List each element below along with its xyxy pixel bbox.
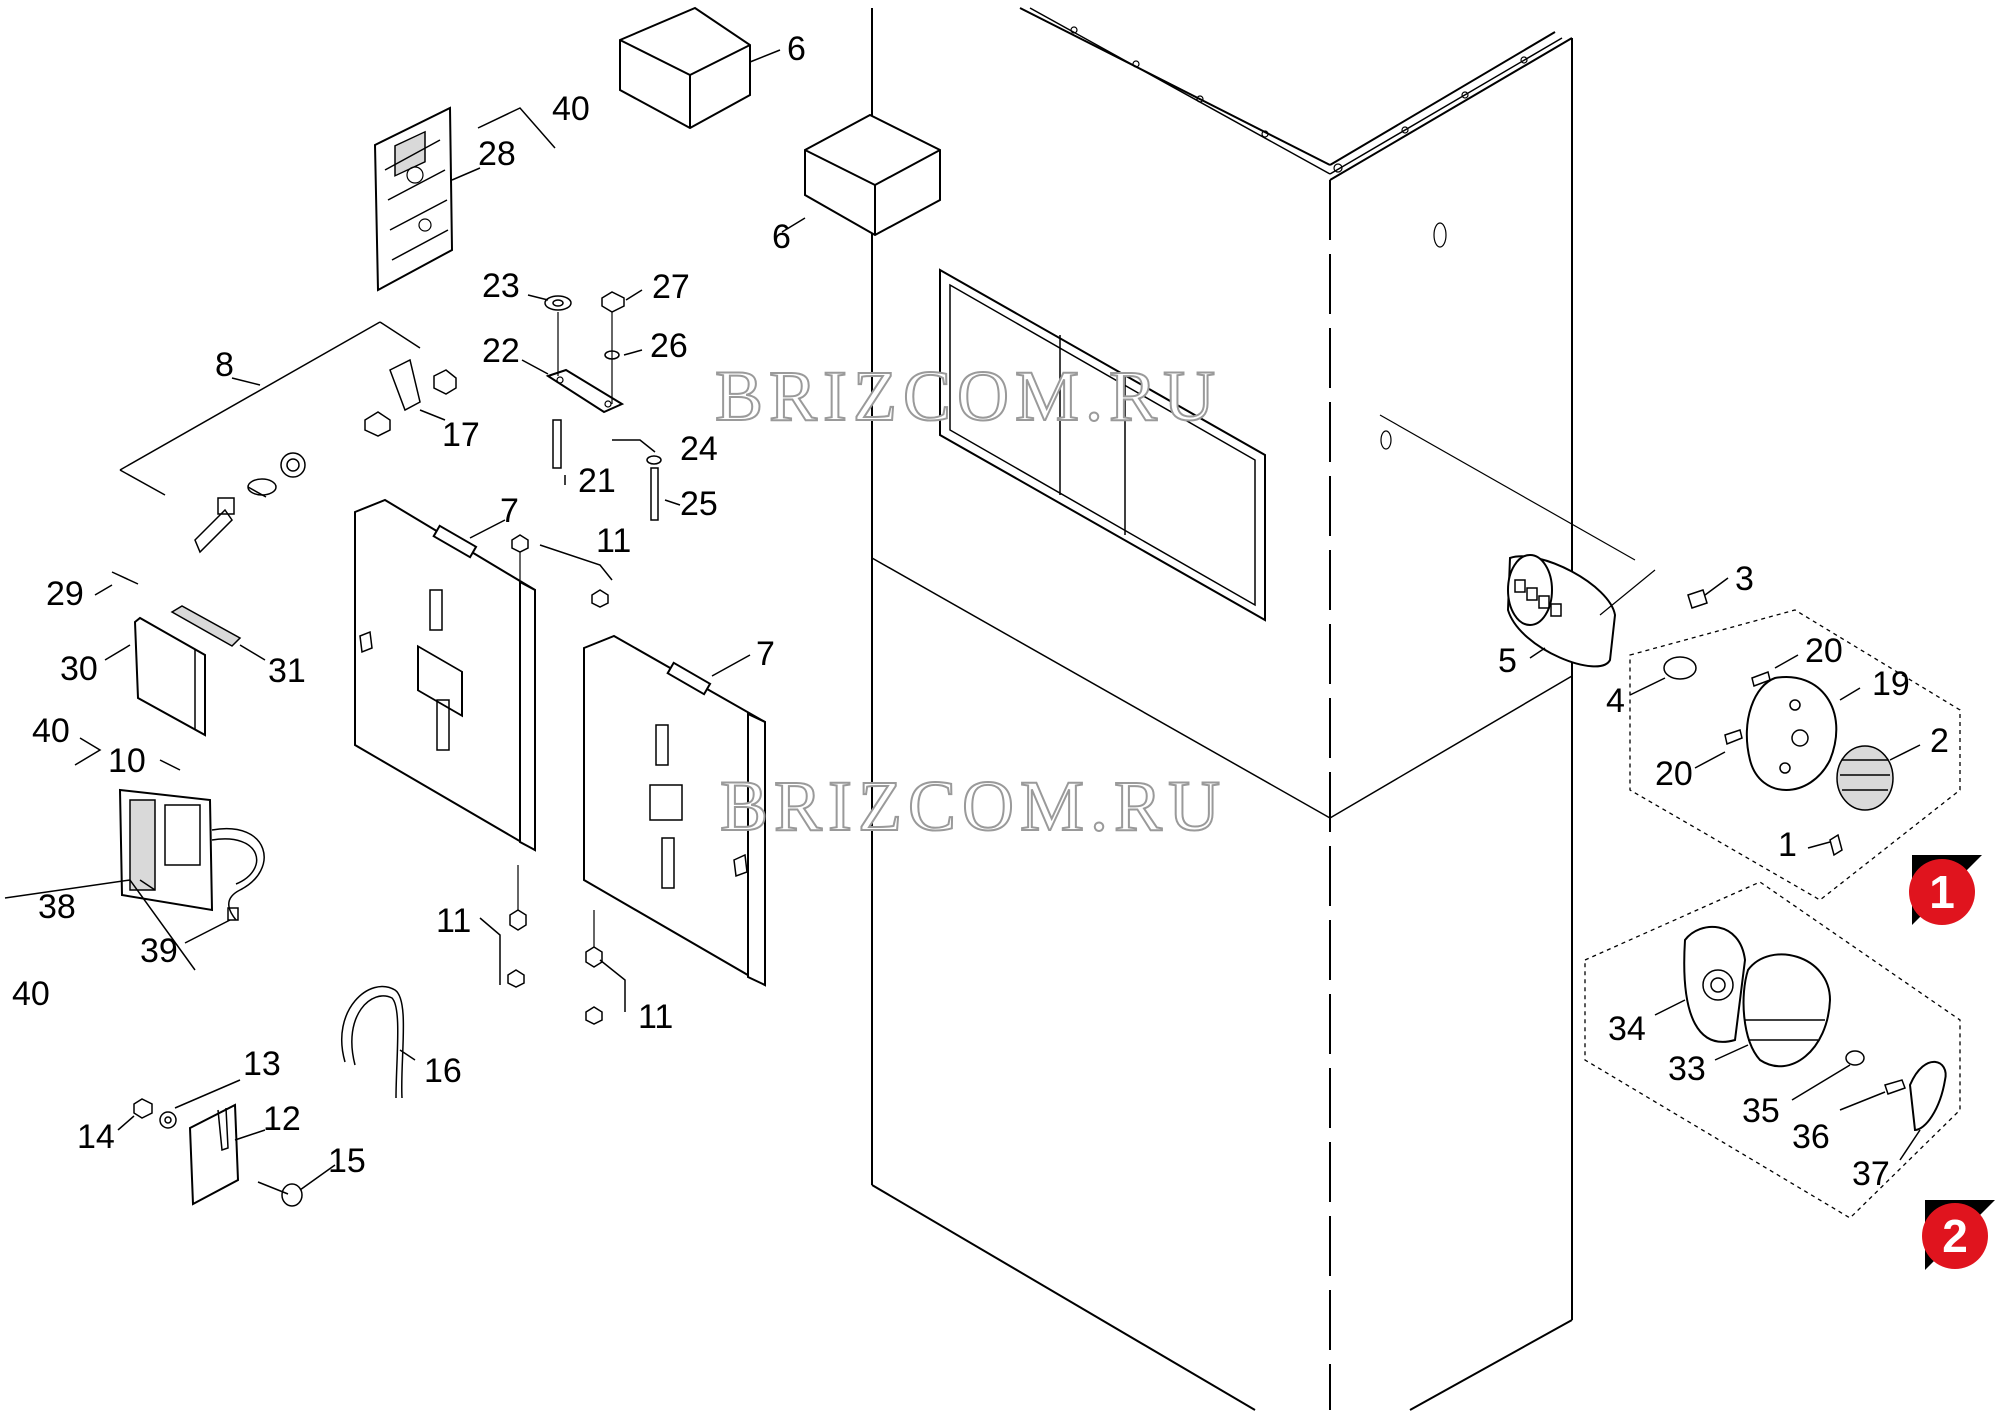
callout-25: 25 [680,485,718,523]
callout-11-right: 11 [638,998,673,1036]
callout-21: 21 [578,462,616,500]
cover-30 [133,616,206,737]
badge-1-label: 1 [1929,866,1955,918]
callout-15: 15 [328,1142,366,1180]
callout-27: 27 [652,268,690,306]
callout-3: 3 [1735,560,1754,598]
detail-1-group [1629,609,1961,901]
callout-14: 14 [77,1118,115,1156]
door-panel-7-left [354,498,536,852]
door-panel-7-right [583,634,766,987]
callout-24: 24 [680,430,718,468]
callout-40-mech-top: 40 [32,712,70,750]
rivets-11 [507,534,609,1025]
display-window [939,268,1266,622]
lock-body-5 [1379,414,1708,680]
callout-20-top: 20 [1805,632,1843,670]
callout-11-top: 11 [596,522,631,560]
callout-38: 38 [38,888,76,926]
callout-16: 16 [424,1052,462,1090]
watermark-top: BRIZCOM.RU [715,356,1221,436]
lock-kit-8 [119,321,457,554]
detail-2-group [1584,881,1961,1219]
callout-39: 39 [140,932,178,970]
detail-badge-2: 2 [1922,1200,1995,1270]
callout-6-top: 6 [787,30,806,68]
control-board-28 [373,106,454,292]
bar-31 [111,571,242,647]
callout-31: 31 [268,652,306,690]
box-6-middle [804,113,941,237]
cable-strap-16 [341,985,405,1099]
callout-30: 30 [60,650,98,688]
callout-26: 26 [650,327,688,365]
callout-7-left: 7 [500,492,519,530]
callout-1: 1 [1778,826,1797,864]
detail-badge-1: 1 [1909,855,1982,925]
callout-34: 34 [1608,1010,1646,1048]
watermark-bottom: BRIZCOM.RU [720,766,1226,846]
callout-29: 29 [46,575,84,613]
callout-28: 28 [478,135,516,173]
callout-13: 13 [243,1045,281,1083]
callout-23: 23 [482,267,520,305]
bracket-22 [544,291,662,521]
callout-17: 17 [442,416,480,454]
callout-12: 12 [263,1100,301,1138]
callout-35: 35 [1742,1092,1780,1130]
callout-40-board: 40 [552,90,590,128]
box-6-top [619,6,751,130]
leader-lines [4,49,1921,1191]
coin-mechanism-10 [118,788,265,921]
callout-8: 8 [215,346,234,384]
callout-labels: 6 6 40 28 23 27 22 26 8 17 24 21 25 7 11… [12,30,1949,1193]
callout-6-middle: 6 [772,218,791,256]
callout-11-left: 11 [436,902,471,940]
callout-2: 2 [1930,722,1949,760]
callout-19: 19 [1872,665,1910,703]
callout-10: 10 [108,742,146,780]
callout-5: 5 [1498,642,1517,680]
callout-4: 4 [1606,682,1625,720]
cabinet-body [871,7,1573,1411]
callout-36: 36 [1792,1118,1830,1156]
top-rivets [1070,26,1528,173]
callout-33: 33 [1668,1050,1706,1088]
badge-2-label: 2 [1942,1210,1968,1262]
bracket-12 [133,1098,303,1207]
callout-20-bottom: 20 [1655,755,1693,793]
callout-40-mech-bottom: 40 [12,975,50,1013]
callout-37: 37 [1852,1155,1890,1193]
callout-7-right: 7 [756,635,775,673]
callout-22: 22 [482,332,520,370]
